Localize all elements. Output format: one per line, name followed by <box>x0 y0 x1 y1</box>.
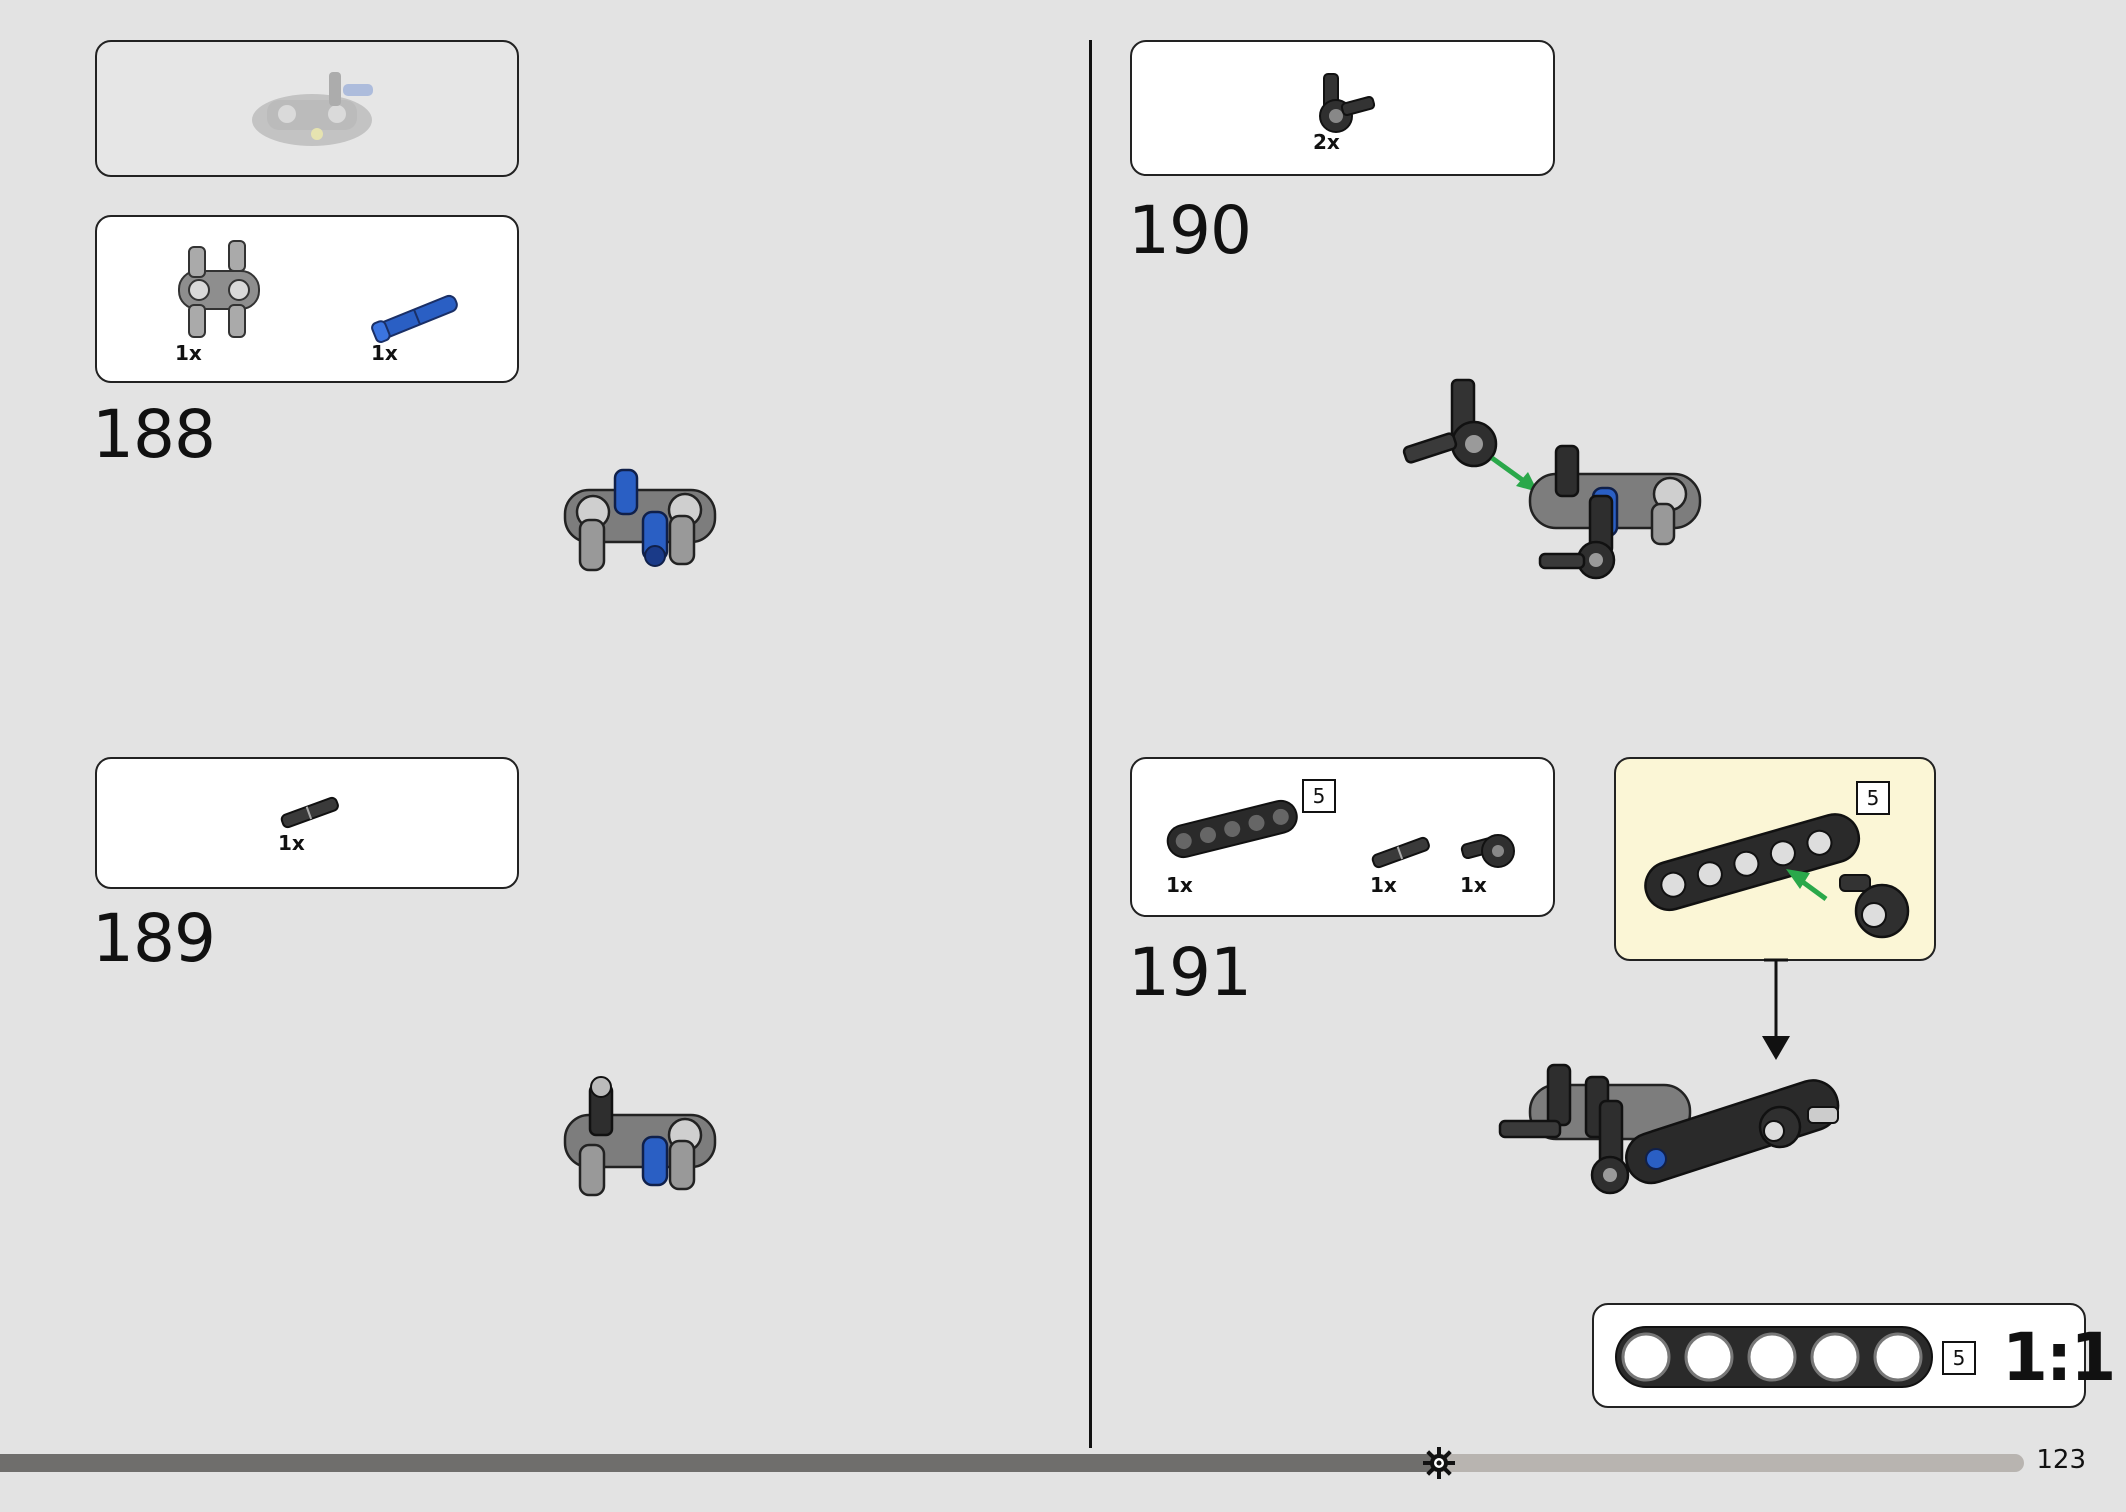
t-connector-part-image <box>178 240 260 338</box>
liftarm-part-image <box>1166 799 1298 859</box>
part-quantity: 2x <box>1313 130 1340 154</box>
page-number: 123 <box>2036 1445 2086 1475</box>
beam-length-box: 5 <box>1942 1341 1976 1375</box>
step-188-assembly-image <box>563 468 717 572</box>
step-number: 188 <box>92 396 216 473</box>
liftarm-scale-image <box>1615 1326 1933 1388</box>
step-191-assembly-image <box>1498 1063 1840 1195</box>
progress-fill <box>0 1454 1440 1472</box>
part-quantity: 1x <box>1460 873 1487 897</box>
previous-assembly-image <box>252 72 373 146</box>
pin-connector-part-image <box>1460 834 1515 868</box>
page-divider <box>1089 40 1092 1448</box>
part-quantity: 1x <box>175 341 202 365</box>
axle-connector-part-image <box>1319 73 1376 133</box>
down-arrow-icon <box>1762 958 1790 1060</box>
blue-pin-part-image <box>371 294 458 343</box>
step-number: 191 <box>1128 934 1252 1011</box>
subassembly-callout: 5 <box>1614 757 1936 961</box>
part-quantity: 1x <box>278 831 305 855</box>
gear-icon <box>1423 1447 1456 1479</box>
step-189-assembly-image <box>563 1076 717 1197</box>
axle-pin-part-image <box>1371 836 1430 869</box>
step-189-parts-callout: 1x <box>95 757 519 889</box>
part-quantity: 1x <box>1370 873 1397 897</box>
scale-label: 1:1 <box>2002 1319 2116 1396</box>
beam-length-box: 5 <box>1856 781 1890 815</box>
subassembly-image <box>1644 813 1910 939</box>
scale-reference-callout: 5 1:1 <box>1592 1303 2116 1408</box>
axle-pin-part-image <box>280 796 339 829</box>
step-190-parts-callout: 2x <box>1130 40 1555 176</box>
step-191-parts-callout: 1x 5 1x 1x <box>1130 757 1555 917</box>
part-quantity: 1x <box>1166 873 1193 897</box>
step-190-assembly-image <box>1402 378 1702 580</box>
step-number: 189 <box>92 900 216 977</box>
step-number: 190 <box>1128 192 1252 269</box>
progress-bar <box>0 1447 2024 1479</box>
step-188-parts-callout: 1x 1x <box>95 215 519 383</box>
part-quantity: 1x <box>371 341 398 365</box>
beam-length-box: 5 <box>1302 779 1336 813</box>
previous-assembly-callout <box>95 40 519 177</box>
